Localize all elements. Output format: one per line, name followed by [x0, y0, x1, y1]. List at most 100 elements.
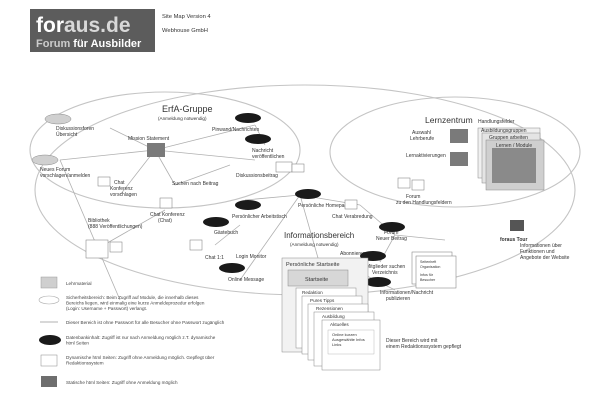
dynamic-page-icon — [159, 197, 173, 209]
erfa-title: ErfA-Gruppe — [162, 104, 213, 114]
node-label: Besucher — [420, 278, 436, 282]
node-label: Nachricht — [252, 148, 274, 154]
node-nachricht[interactable]: Nachricht veröffentlichen — [245, 134, 285, 160]
logo[interactable]: foraus.de Forum für Ausbilder — [30, 9, 155, 52]
node-login-monitor[interactable]: Login Monitor — [236, 254, 267, 260]
node-label: Abonnieren — [340, 251, 366, 257]
node-chat-konferenz[interactable]: Chat Konferenz (Chat) — [150, 197, 185, 224]
node-label: Mission Statement — [128, 136, 170, 142]
node-label: Ausbildung — [322, 314, 345, 319]
node-label: foraus Tour — [500, 237, 527, 243]
node-forum-handlungsfelder[interactable]: Forum zu den Handlungsfeldern — [396, 177, 452, 206]
node-bibliothek[interactable]: Bibliothek (888 Veröffentlichungen) — [85, 218, 143, 259]
redaktion-note: einem Redaktionssystem gepflegt — [386, 344, 462, 350]
node-mission-statement[interactable]: Mission Statement — [128, 136, 170, 157]
dynamic-page-icon — [411, 179, 425, 191]
ellipse-outline-icon — [38, 295, 60, 305]
node-label: Konferenz — [110, 186, 133, 192]
dynamic-page-icon — [397, 177, 411, 189]
node-label: Login Monitor — [236, 254, 267, 260]
db-ellipse-icon — [219, 263, 245, 273]
db-ellipse-icon — [44, 113, 72, 125]
dark-box-icon — [41, 376, 57, 387]
db-ellipse-icon — [365, 277, 391, 287]
node-auswahl-lehrberufe[interactable]: Auswahl Lehrberufe — [410, 129, 468, 143]
legend-label: Statische html Seiten: Zugriff ohne Anme… — [66, 380, 178, 385]
redaktion-note: Dieser Bereich wird mit — [386, 338, 438, 344]
node-label: Pinwand/Nachrichten — [212, 127, 259, 133]
node-pinwand[interactable]: Pinwand/Nachrichten — [212, 113, 261, 133]
node-gaestebuch[interactable]: Gästebuch — [203, 217, 238, 236]
node-label: Forum — [406, 194, 420, 200]
node-label: Handlungsfelder — [478, 119, 515, 125]
node-label: Persönliche Homepage — [298, 203, 350, 209]
node-label: Online Message — [228, 277, 264, 283]
legend-label: Sicherheitsbereich: Beim Zugriff auf Mod… — [66, 295, 205, 311]
node-label: Diskussionsbeitrag — [236, 173, 278, 179]
node-persoenliche-homepage[interactable]: Persönliche Homepage — [295, 189, 350, 209]
dynamic-page-icon — [344, 199, 358, 210]
node-persoenlicher-arbeitstisch[interactable]: Persönlicher Arbeitstisch — [232, 200, 287, 220]
node-neues-forum[interactable]: Neues Forum vorschlagen/anmelden — [31, 154, 91, 179]
dynamic-page-icon — [189, 239, 203, 251]
node-label: Lernaktivierungen — [406, 153, 446, 159]
db-ellipse-icon — [203, 217, 229, 227]
node-lernaktivierungen[interactable]: Lernaktivierungen — [406, 152, 468, 166]
node-label: Mitglieder suchen — [366, 264, 405, 270]
node-abonnieren[interactable]: Abonnieren — [340, 251, 366, 257]
node-label: vorschlagen/anmelden — [40, 173, 91, 179]
node-suchen[interactable]: Suchen nach Beitrag — [172, 181, 219, 187]
node-label: Informationen über — [520, 243, 562, 249]
node-neuer-beitrag[interactable]: Forum Neuer Beitrag — [376, 222, 407, 242]
node-label: Persönlicher Arbeitstisch — [232, 214, 287, 220]
node-label: Lehrberufe — [410, 136, 434, 142]
node-label: Neuer Beitrag — [376, 236, 407, 242]
node-chat-1-1[interactable]: Chat 1:1 — [189, 239, 224, 261]
node-label: Pures Tipps — [310, 298, 335, 303]
node-foraus-tour[interactable]: foraus Tour Informationen über Funktione… — [500, 220, 570, 261]
node-label: Ausbildungsgruppen — [481, 128, 527, 134]
dynamic-page-icon — [97, 176, 111, 187]
node-label: Lernen / Module — [496, 143, 532, 149]
node-label: Bibliothek — [88, 218, 110, 224]
db-ellipse-icon — [31, 154, 59, 166]
half-black-ellipse-icon — [39, 335, 61, 345]
info-title: Informationsbereich — [284, 231, 354, 240]
static-page-icon — [450, 129, 468, 143]
dynamic-page-icon — [275, 161, 293, 173]
node-label: vorschlagen — [110, 192, 137, 198]
logo-line2: Forum für Ausbilder — [36, 38, 142, 50]
db-ellipse-icon — [235, 200, 261, 210]
legend-item: Dieser Bereich ist ohne Passwort für all… — [40, 320, 225, 325]
legend-label: Lehrmaterial — [66, 281, 92, 286]
node-diskussionsbeitrag[interactable]: Diskussionsbeitrag — [236, 161, 305, 179]
node-label: Ausgewählte Infos — [332, 337, 365, 342]
node-label: Angebote der Website — [520, 255, 570, 261]
legend: Lehrmaterial Sicherheitsbereich: Beim Zu… — [38, 276, 225, 387]
node-label: Suchen nach Beitrag — [172, 181, 219, 187]
static-page-icon — [450, 152, 468, 166]
node-online-message[interactable]: Online Message — [219, 263, 264, 283]
node-chat-verabredung[interactable]: Chat Verabredung — [332, 199, 373, 220]
node-label: Funktionen und — [520, 249, 555, 255]
node-informationen-publizieren[interactable]: Informationen/Nachricht publizieren — [365, 277, 434, 302]
erfa-subtitle: (Anmeldung notwendig) — [158, 116, 207, 121]
node-label: Organisation — [420, 265, 440, 269]
node-label: Auswahl — [412, 130, 431, 136]
node-chat-konferenz-vorschlagen[interactable]: Chat Konferenz vorschlagen — [97, 176, 137, 198]
dynamic-page-icon — [109, 241, 123, 253]
node-label: Links — [332, 342, 341, 347]
node-label: Startseite — [305, 277, 328, 283]
node-label: (Chat) — [158, 218, 172, 224]
node-lernmodule-stack[interactable]: Ausbildungsgruppen Gruppen arbeiten Lern… — [477, 127, 545, 191]
legend-item: Statische html Seiten: Zugriff ohne Anme… — [41, 376, 178, 387]
db-ellipse-icon — [379, 222, 405, 232]
node-persoenliche-startseite-stack[interactable]: Persönliche Startseite Startseite Redakt… — [281, 257, 381, 371]
node-label: Aktuelles — [330, 322, 349, 327]
node-label: publizieren — [386, 296, 410, 302]
node-seitenheft[interactable]: Seitenheft Organisation Infos für Besuch… — [411, 251, 457, 289]
node-label: Persönliche Startseite — [286, 262, 340, 268]
node-diskussionsforen[interactable]: Diskussionsforen Übersicht — [44, 113, 94, 138]
content-box — [327, 329, 375, 355]
startseite-box — [287, 269, 349, 287]
